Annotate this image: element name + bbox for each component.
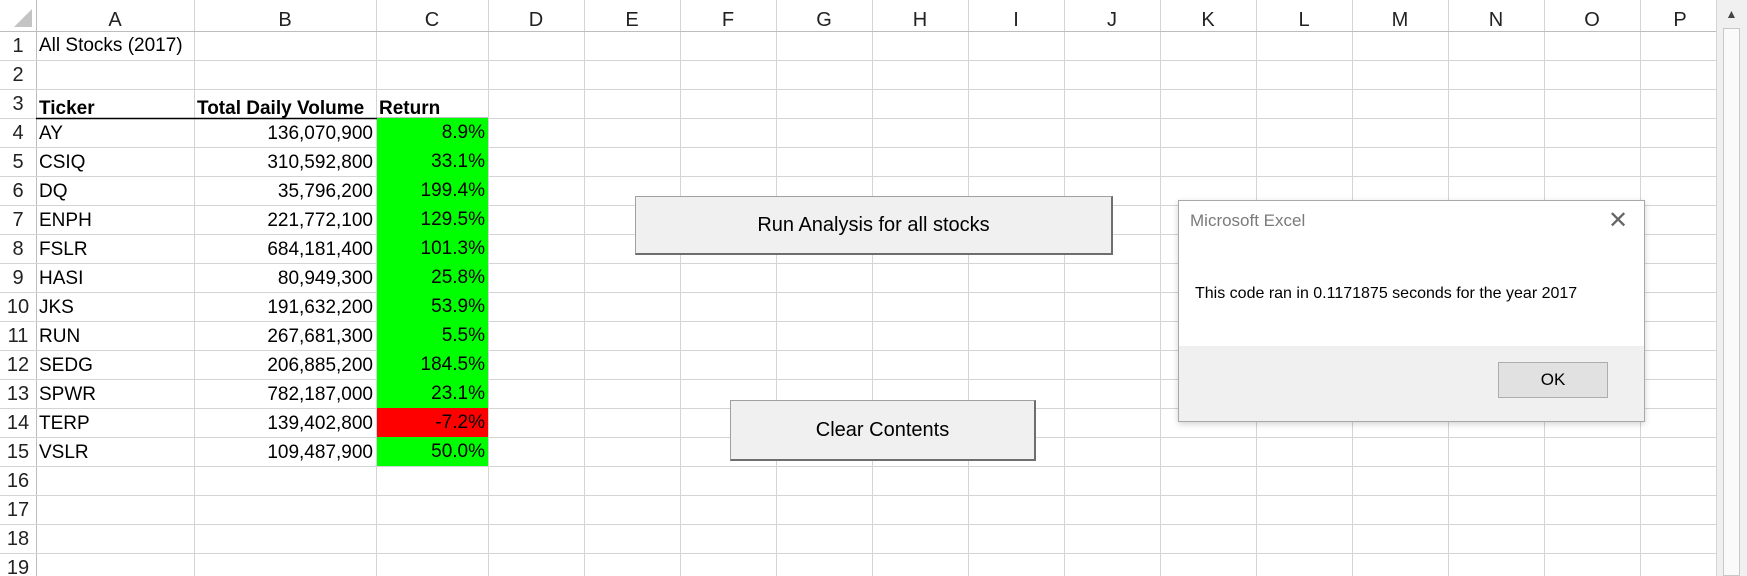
volume-cell[interactable]: 221,772,100 (267, 210, 373, 231)
header-total-daily-volume[interactable]: Total Daily Volume (197, 98, 365, 119)
return-cell[interactable]: 129.5% (377, 205, 488, 234)
row-header-3[interactable]: 3 (12, 93, 24, 115)
column-header-k[interactable]: K (1201, 9, 1215, 31)
ticker-cell[interactable]: CSIQ (39, 152, 86, 173)
message-box-dialog: Microsoft Excel ✕ This code ran in 0.117… (1178, 200, 1645, 422)
ticker-cell[interactable]: ENPH (39, 210, 92, 231)
volume-cell[interactable]: 782,187,000 (267, 384, 373, 405)
row-header-11[interactable]: 11 (7, 325, 29, 347)
scrollbar-track[interactable] (1723, 28, 1740, 576)
column-header-f[interactable]: F (721, 9, 735, 31)
row-header-15[interactable]: 15 (6, 441, 30, 463)
volume-cell[interactable]: 139,402,800 (267, 413, 373, 434)
volume-cell[interactable]: 136,070,900 (267, 123, 373, 144)
dialog-title: Microsoft Excel (1190, 211, 1306, 230)
clear-contents-button[interactable]: Clear Contents (730, 400, 1036, 461)
return-cell[interactable]: 184.5% (377, 350, 488, 379)
column-header-i[interactable]: I (1013, 9, 1019, 31)
row-header-18[interactable]: 18 (6, 528, 30, 550)
row-header-8[interactable]: 8 (12, 238, 24, 260)
cell-a1-title[interactable]: All Stocks (2017) (39, 35, 183, 56)
return-cell[interactable]: 5.5% (377, 321, 488, 350)
return-cell[interactable]: 53.9% (377, 292, 488, 321)
return-cell[interactable]: -7.2% (377, 408, 488, 437)
dialog-footer: OK (1179, 346, 1644, 421)
select-all-icon[interactable] (14, 9, 32, 27)
ticker-cell[interactable]: FSLR (39, 239, 88, 260)
ticker-cell[interactable]: JKS (39, 297, 74, 318)
return-cell[interactable]: 23.1% (377, 379, 488, 408)
row-header-16[interactable]: 16 (6, 470, 30, 492)
row-header-6[interactable]: 6 (12, 180, 24, 202)
ticker-cell[interactable]: HASI (39, 268, 84, 289)
row-header-5[interactable]: 5 (12, 151, 24, 173)
row-header-2[interactable]: 2 (12, 64, 24, 86)
row-header-7[interactable]: 7 (12, 209, 24, 231)
volume-cell[interactable]: 267,681,300 (267, 326, 373, 347)
volume-cell[interactable]: 206,885,200 (267, 355, 373, 376)
ticker-cell[interactable]: RUN (39, 326, 81, 347)
dialog-message: This code ran in 0.1171875 seconds for t… (1195, 285, 1578, 302)
row-header-14[interactable]: 14 (6, 412, 30, 434)
column-header-l[interactable]: L (1298, 9, 1310, 31)
ticker-cell[interactable]: DQ (39, 181, 68, 202)
return-cell[interactable]: 25.8% (377, 263, 488, 292)
column-header-d[interactable]: D (528, 9, 544, 31)
column-header-g[interactable]: G (816, 9, 832, 31)
column-header-m[interactable]: M (1391, 9, 1409, 31)
volume-cell[interactable]: 109,487,900 (267, 442, 373, 463)
row-header-4[interactable]: 4 (12, 122, 24, 144)
scroll-up-arrow-icon[interactable]: ▲ (1725, 7, 1738, 21)
column-header-j[interactable]: J (1107, 9, 1117, 31)
ticker-cell[interactable]: SPWR (39, 384, 96, 405)
volume-cell[interactable]: 35,796,200 (277, 181, 373, 202)
volume-cell[interactable]: 684,181,400 (267, 239, 373, 260)
run-analysis-button[interactable]: Run Analysis for all stocks (635, 196, 1113, 255)
row-header-19[interactable]: 19 (6, 557, 30, 576)
column-header-e[interactable]: E (625, 9, 639, 31)
column-header-n[interactable]: N (1488, 9, 1504, 31)
header-return[interactable]: Return (379, 98, 441, 119)
column-header-b[interactable]: B (278, 9, 292, 31)
return-cell[interactable]: 8.9% (377, 118, 488, 147)
ok-button[interactable]: OK (1498, 362, 1608, 398)
row-header-9[interactable]: 9 (12, 267, 24, 289)
volume-cell[interactable]: 191,632,200 (267, 297, 373, 318)
row-header-12[interactable]: 12 (6, 354, 30, 376)
return-cell[interactable]: 33.1% (377, 147, 488, 176)
ticker-cell[interactable]: TERP (39, 413, 90, 434)
ticker-cell[interactable]: VSLR (39, 442, 89, 463)
column-header-a[interactable]: A (108, 9, 122, 31)
ticker-cell[interactable]: SEDG (39, 355, 93, 376)
column-header-c[interactable]: C (424, 9, 440, 31)
row-header-13[interactable]: 13 (6, 383, 30, 405)
return-cell[interactable]: 50.0% (377, 437, 488, 466)
column-header-p[interactable]: P (1673, 9, 1687, 31)
vertical-scrollbar[interactable]: ▲ (1716, 0, 1747, 576)
return-cell[interactable]: 101.3% (377, 234, 488, 263)
row-header-1[interactable]: 1 (12, 35, 24, 57)
close-icon[interactable]: ✕ (1607, 207, 1629, 234)
ticker-cell[interactable]: AY (39, 123, 63, 144)
volume-cell[interactable]: 310,592,800 (267, 152, 373, 173)
column-header-o[interactable]: O (1584, 9, 1600, 31)
column-header-h[interactable]: H (912, 9, 928, 31)
row-header-17[interactable]: 17 (6, 499, 30, 521)
volume-cell[interactable]: 80,949,300 (277, 268, 373, 289)
header-ticker[interactable]: Ticker (39, 98, 95, 119)
return-cell[interactable]: 199.4% (377, 176, 488, 205)
row-header-10[interactable]: 10 (6, 296, 30, 318)
